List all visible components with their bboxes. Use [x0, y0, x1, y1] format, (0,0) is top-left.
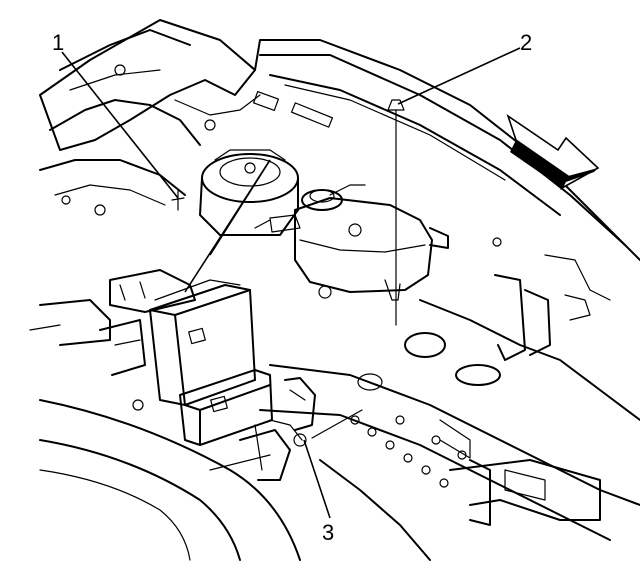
- wheel-well: [29, 299, 301, 561]
- callout-1-label: 1: [52, 30, 64, 55]
- front-direction-arrow-icon: [506, 114, 600, 190]
- callout-2-label: 2: [520, 30, 532, 55]
- left-fender-structure: [39, 19, 261, 216]
- frame-rail: [259, 364, 640, 561]
- leader-lines: [61, 47, 521, 519]
- coolant-reservoir: [254, 184, 449, 301]
- control-module: [99, 269, 256, 411]
- fasteners: [171, 99, 405, 471]
- cowl-panel: [253, 39, 640, 261]
- strut-tower: [199, 149, 299, 236]
- callout-3-label: 3: [322, 520, 334, 545]
- right-inner-fender: [357, 237, 640, 459]
- lower-module: [179, 369, 316, 481]
